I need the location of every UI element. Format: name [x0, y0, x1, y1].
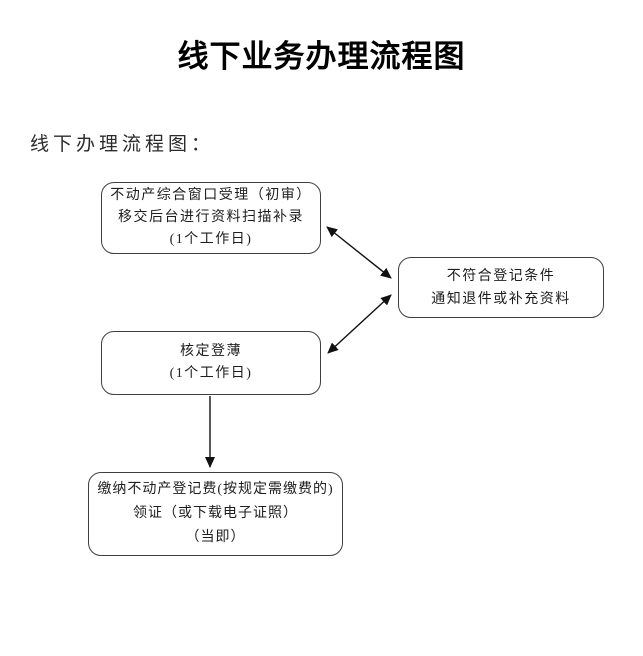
node-text-line: 移交后台进行资料扫描补录 — [118, 210, 304, 225]
edge-verify-reject — [327, 294, 392, 354]
edge-intake-reject — [326, 226, 392, 279]
node-text-line: (1个工作日) — [169, 366, 253, 381]
node-text-line: 领证（或下载电子证照） — [133, 506, 298, 521]
page-title: 线下业务办理流程图 — [177, 39, 466, 74]
flow-node-intake: 不动产综合窗口受理（初审） 移交后台进行资料扫描补录 (1个工作日) — [101, 182, 321, 254]
node-text-line: 缴纳不动产登记费(按规定需缴费的) — [97, 482, 334, 497]
node-text-line: 通知退件或补充资料 — [431, 291, 571, 307]
node-text-line: 不符合登记条件 — [446, 268, 556, 284]
flow-node-verify: 核定登薄 (1个工作日) — [101, 331, 321, 395]
flow-node-reject: 不符合登记条件 通知退件或补充资料 — [398, 257, 604, 318]
node-text-line: (1个工作日) — [169, 232, 253, 247]
node-text-line: 核定登薄 — [180, 344, 242, 359]
node-text-line: 不动产综合窗口受理（初审） — [110, 188, 312, 203]
flowchart-section-label: 线下办理流程图： — [30, 134, 215, 155]
flow-node-issue: 缴纳不动产登记费(按规定需缴费的) 领证（或下载电子证照） （当即） — [88, 472, 343, 556]
node-text-line: （当即） — [185, 530, 246, 545]
